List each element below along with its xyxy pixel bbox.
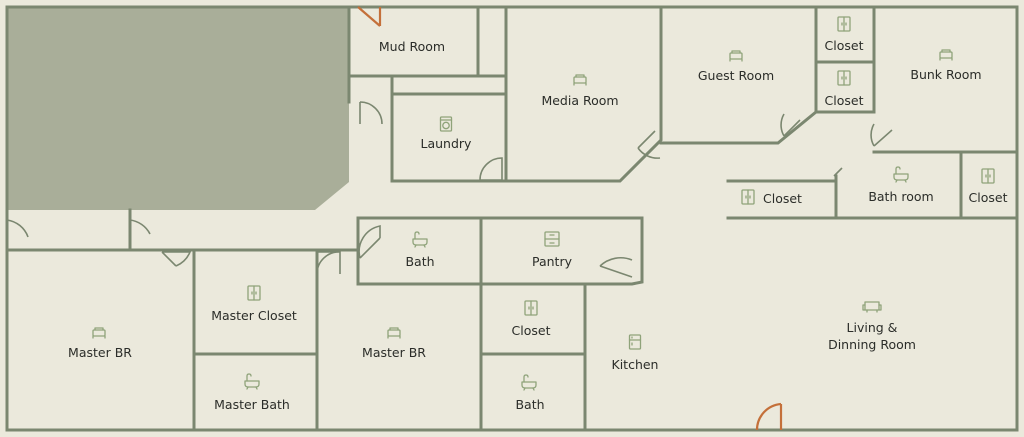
- bathtub-icon: [521, 374, 537, 391]
- bathtub-icon: [893, 166, 909, 183]
- label-closet: Closet: [763, 191, 802, 206]
- bed-icon: [729, 50, 743, 62]
- wardrobe-icon: [837, 70, 851, 86]
- label-bath-room: Bath room: [868, 189, 933, 204]
- label-master-br: Master BR: [362, 345, 426, 360]
- label-pantry: Pantry: [532, 254, 573, 269]
- bathtub-icon: [412, 231, 428, 248]
- label-master-bath: Master Bath: [214, 397, 290, 412]
- label-bunk-room: Bunk Room: [910, 67, 981, 82]
- bed-icon: [92, 327, 106, 339]
- bed-icon: [387, 327, 401, 339]
- label-media-room: Media Room: [541, 93, 618, 108]
- label-living-line2: Dinning Room: [828, 337, 916, 352]
- sofa-icon: [862, 301, 882, 313]
- label-master-br: Master BR: [68, 345, 132, 360]
- bathtub-icon: [244, 373, 260, 390]
- label-living-line1: Living &: [847, 320, 898, 335]
- shelf-icon: [544, 231, 560, 247]
- label-guest-room: Guest Room: [698, 68, 774, 83]
- bed-icon: [939, 49, 953, 61]
- room-labels: Mud Room Laundry Media Room Guest Room C…: [68, 38, 1008, 412]
- shaded-area: [7, 7, 349, 210]
- washer-icon: [439, 116, 453, 132]
- wardrobe-icon: [247, 285, 261, 301]
- fridge-icon: [628, 334, 642, 350]
- label-laundry: Laundry: [421, 136, 473, 151]
- label-bath: Bath: [515, 397, 544, 412]
- label-bath: Bath: [405, 254, 434, 269]
- wardrobe-icon: [741, 189, 755, 205]
- wardrobe-icon: [837, 16, 851, 32]
- walls: [5, 5, 1019, 432]
- label-mud-room: Mud Room: [379, 39, 445, 54]
- entry-doors: [357, 6, 783, 431]
- label-master-closet: Master Closet: [211, 308, 297, 323]
- wardrobe-icon: [981, 168, 995, 184]
- bed-icon: [573, 74, 587, 86]
- label-kitchen: Kitchen: [612, 357, 659, 372]
- doors: [6, 101, 893, 278]
- label-closet: Closet: [825, 38, 864, 53]
- label-closet: Closet: [969, 190, 1008, 205]
- label-closet: Closet: [825, 93, 864, 108]
- wardrobe-icon: [524, 300, 538, 316]
- label-closet: Closet: [512, 323, 551, 338]
